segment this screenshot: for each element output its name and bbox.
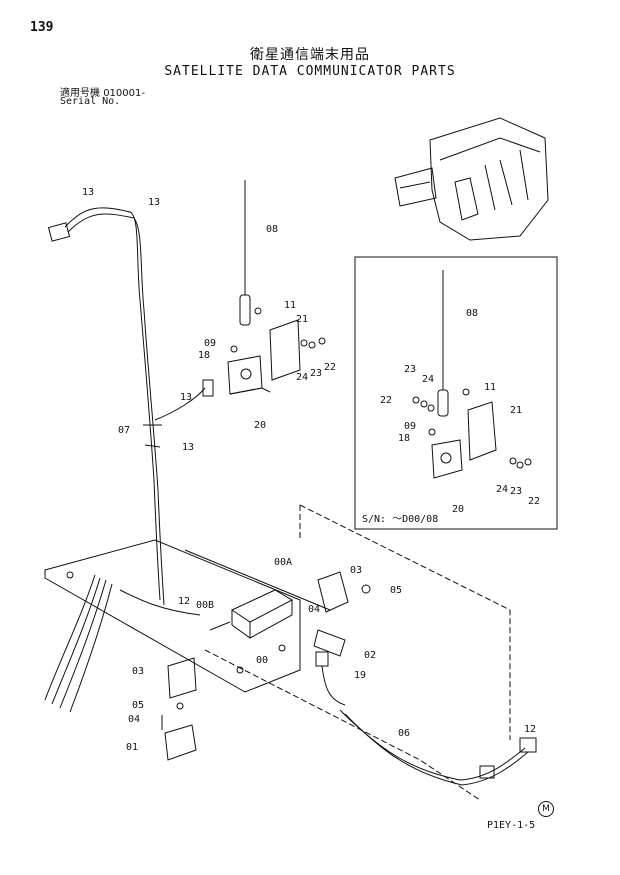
label-12: 12 [178,596,190,607]
inset-label-23: 23 [510,486,522,497]
cable-bundle-left [44,574,201,713]
label-19: 19 [354,670,366,681]
excavator-thumbnail [394,117,549,241]
title-english: SATELLITE DATA COMMUNICATOR PARTS [164,64,456,79]
bracket-main [227,307,326,395]
label-01: 01 [126,742,138,753]
serial-value: 010001- [103,88,145,99]
serial-label-japanese: 適用号機 010001- [60,84,145,99]
label-20: 20 [254,420,266,431]
label-05: 05 [390,585,402,596]
part-labels: 13 13 08 11 21 09 18 24 23 22 13 07 20 1… [82,187,540,753]
label-05: 05 [132,700,144,711]
bracket-lower-left [161,657,197,761]
label-08: 08 [266,224,278,235]
label-00B: 00B [196,600,214,611]
title-japanese: 衛星通信端末用品 [250,47,370,63]
label-04: 04 [308,604,320,615]
inset-serial: S/N: ～D00/08 [362,514,438,525]
inset-label-20: 20 [452,504,464,515]
inset-label-24: 24 [496,484,508,495]
inset-label-24: 24 [422,374,434,385]
label-09: 09 [204,338,216,349]
label-11: 11 [284,300,296,311]
inset-frame [354,256,558,530]
circled-m-mark: M [538,801,554,817]
label-23: 23 [310,368,322,379]
harness-main [47,207,214,606]
inset-label-08: 08 [466,308,478,319]
inset-label-18: 18 [398,433,410,444]
label-02: 02 [364,650,376,661]
label-24: 24 [296,372,308,383]
bracket-right [313,571,371,657]
serial-label-english: Serial No. [60,96,121,107]
inset-label-09: 09 [404,421,416,432]
label-22: 22 [324,362,336,373]
inset-label-22: 22 [528,496,540,507]
dashed-leaders [204,504,511,801]
inset-antenna [412,270,532,479]
serial-label-jp-text: 適用号機 [60,88,100,99]
antenna-main [239,180,251,326]
label-18: 18 [198,350,210,361]
label-03: 03 [132,666,144,677]
label-00A: 00A [274,557,292,568]
page-number: 139 [30,20,54,35]
label-21: 21 [296,314,308,325]
label-13: 13 [82,187,94,198]
footer-code: P1EY-1-5 [487,820,536,831]
inset-label-22: 22 [380,395,392,406]
mount-plate [44,539,331,693]
label-12: 12 [524,724,536,735]
label-06: 06 [398,728,410,739]
inset-label-11: 11 [484,382,496,393]
cable-06 [315,651,537,786]
label-13: 13 [148,197,160,208]
inset-label-21: 21 [510,405,522,416]
label-13: 13 [180,392,192,403]
label-03: 03 [350,565,362,576]
communicator-unit [209,589,294,639]
label-07: 07 [118,425,130,436]
label-04: 04 [128,714,140,725]
inset-label-23: 23 [404,364,416,375]
label-13: 13 [182,442,194,453]
label-00: 00 [256,655,268,666]
